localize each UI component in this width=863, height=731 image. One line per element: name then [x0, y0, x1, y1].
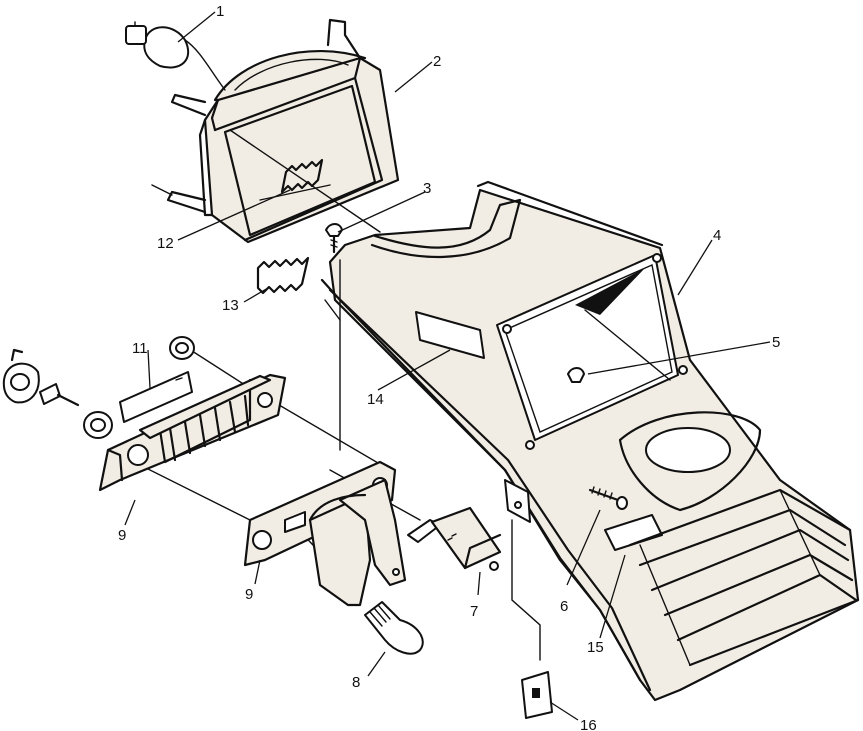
hood-housing — [320, 180, 860, 702]
callout-4: 4 — [713, 227, 721, 244]
cover-plate — [119, 371, 193, 423]
bracket-lower — [243, 460, 407, 607]
callout-15: 15 — [587, 639, 604, 656]
callout-16: 16 — [580, 717, 597, 731]
screw-5 — [567, 367, 585, 383]
callout-13: 13 — [222, 297, 239, 314]
adjusting-spring-lower — [256, 256, 310, 295]
screw-6 — [588, 486, 628, 510]
bracket-upper — [98, 373, 287, 492]
callout-9-lower: 9 — [245, 586, 253, 603]
ignition-switch — [2, 348, 113, 439]
grommet-top — [169, 336, 195, 360]
callout-2: 2 — [433, 53, 441, 70]
callout-labels: 1 2 3 4 5 6 7 8 9 9 11 12 13 14 15 16 — [118, 3, 780, 731]
callout-1: 1 — [216, 3, 224, 20]
callout-12: 12 — [157, 235, 174, 252]
adjusting-spring-upper — [280, 158, 324, 194]
leader-lines — [124, 11, 771, 721]
nut-plate — [521, 671, 553, 719]
callout-5: 5 — [772, 334, 780, 351]
callout-11: 11 — [132, 340, 148, 357]
callout-6: 6 — [560, 598, 568, 615]
callout-3: 3 — [423, 180, 431, 197]
headlight-housing — [151, 18, 400, 244]
tail-bulb — [364, 601, 424, 655]
headlight-bulb — [125, 21, 226, 91]
callout-8: 8 — [352, 674, 360, 691]
screw-3 — [325, 223, 343, 254]
light-switch — [407, 506, 502, 571]
callout-9-upper: 9 — [118, 527, 126, 544]
callout-7: 7 — [470, 603, 478, 620]
callout-14: 14 — [367, 391, 384, 408]
